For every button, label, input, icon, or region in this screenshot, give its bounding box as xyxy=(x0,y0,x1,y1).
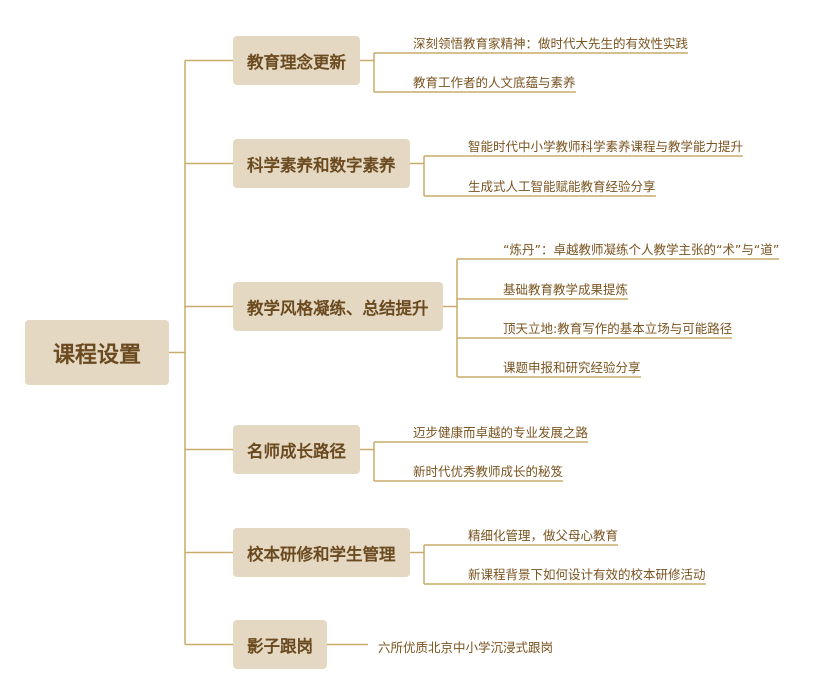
category-node-3: 教学风格凝练、总结提升 xyxy=(233,282,443,331)
category-node-1: 教育理念更新 xyxy=(233,36,360,85)
category-label: 校本研修和学生管理 xyxy=(247,544,396,564)
leaf-item: 课题申报和研究经验分享 xyxy=(503,360,641,375)
category-label: 名师成长路径 xyxy=(247,441,346,461)
category-node-5: 校本研修和学生管理 xyxy=(233,528,410,577)
category-node-2: 科学素养和数字素养 xyxy=(233,139,410,188)
leaf-item: 精细化管理，做父母心教育 xyxy=(468,528,619,543)
category-label: 教育理念更新 xyxy=(247,52,346,72)
leaf-item: 深刻领悟教育家精神：做时代大先生的有效性实践 xyxy=(413,36,689,51)
root-node: 课程设置 xyxy=(25,320,169,385)
leaf-item: 六所优质北京中小学沉浸式跟岗 xyxy=(378,640,554,655)
leaf-item: 顶天立地:教育写作的基本立场与可能路径 xyxy=(503,321,733,336)
category-node-4: 名师成长路径 xyxy=(233,425,360,474)
category-label: 影子跟岗 xyxy=(247,636,313,656)
leaf-item: 生成式人工智能赋能教育经验分享 xyxy=(468,179,656,194)
leaf-item: 基础教育教学成果提炼 xyxy=(503,282,629,297)
leaf-item: 新课程背景下如何设计有效的校本研修活动 xyxy=(468,567,706,582)
leaf-item: 迈步健康而卓越的专业发展之路 xyxy=(413,425,589,440)
category-label: 教学风格凝练、总结提升 xyxy=(247,298,429,318)
category-node-6: 影子跟岗 xyxy=(233,620,327,669)
leaf-item: 智能时代中小学教师科学素养课程与教学能力提升 xyxy=(468,139,744,154)
category-label: 科学素养和数字素养 xyxy=(247,155,396,175)
leaf-item: 新时代优秀教师成长的秘笈 xyxy=(413,464,564,479)
leaf-item: “炼丹”：卓越教师凝练个人教学主张的“术”与“道” xyxy=(503,242,780,257)
leaf-item: 教育工作者的人文底蕴与素养 xyxy=(413,75,576,90)
